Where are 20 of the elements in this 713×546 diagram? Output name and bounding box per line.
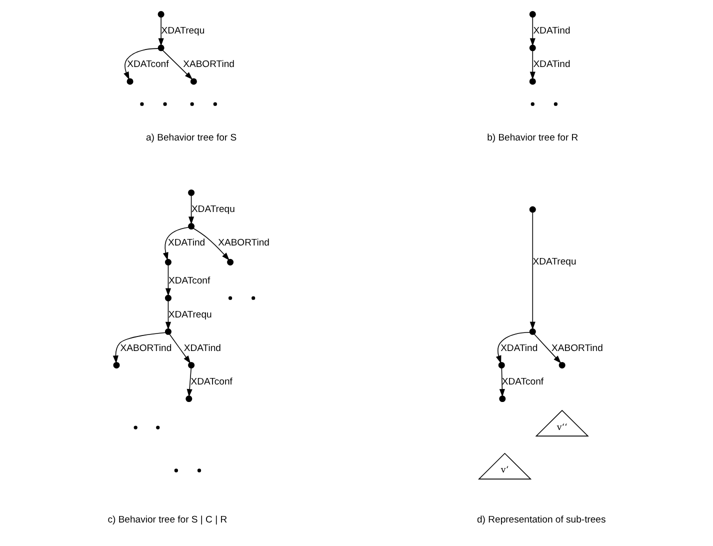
- edge-label: XDATind: [183, 342, 220, 354]
- edge-label: XDATind: [532, 59, 570, 70]
- edge-label: XABORTind: [182, 59, 234, 70]
- edge-label: XDATconf: [168, 276, 210, 287]
- edge-label: XDATind: [500, 342, 538, 354]
- edge-label: XABORTind: [218, 238, 270, 249]
- label: a) Behavior tree for S: [146, 132, 236, 144]
- edge-label: XABORTind: [551, 342, 602, 354]
- edge-label: XABORTind: [120, 342, 172, 354]
- edge-label: XDATrequ: [532, 256, 576, 268]
- edge-label: XDATrequ: [160, 26, 204, 37]
- edge-label: XDATconf: [190, 376, 232, 388]
- edge-label: XDATrequ: [190, 204, 234, 215]
- edge-label: XDATind: [532, 26, 570, 37]
- label: d) Representation of sub-trees: [476, 514, 606, 526]
- label: b) Behavior tree for R: [486, 132, 578, 144]
- edge-label: XDATind: [167, 238, 205, 249]
- edge-label: XDATrequ: [168, 309, 212, 320]
- label: c) Behavior tree for S | C | R: [107, 514, 227, 526]
- edge-label: XDATconf: [126, 59, 168, 70]
